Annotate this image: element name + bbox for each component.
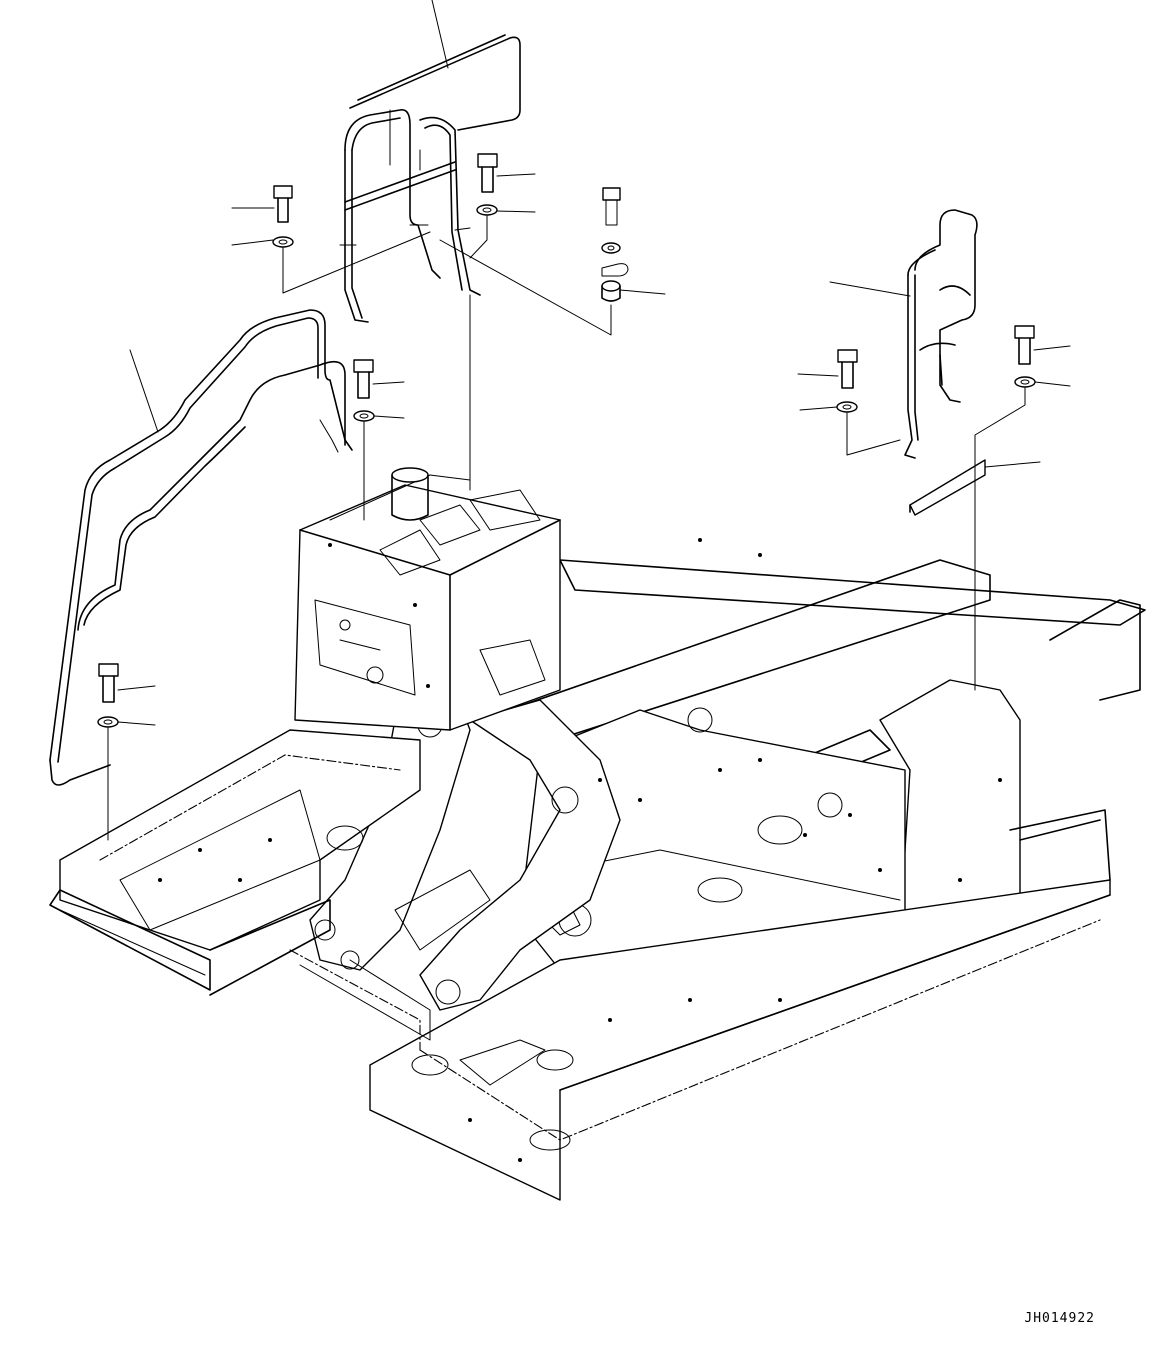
clamp-icon (601, 263, 629, 277)
washer-icon (97, 204, 1036, 728)
handrail-top-center-icon (339, 34, 521, 323)
frame-holes-icon (158, 538, 1002, 1162)
tank-box-icon (294, 467, 561, 731)
leader-lines-icon (117, 0, 1071, 726)
handrail-left-long-icon (49, 309, 353, 786)
assembly-lines-icon (107, 215, 1026, 841)
handrail-right-icon (904, 209, 978, 459)
bolt-icon (98, 153, 1035, 703)
plate-right-icon (909, 459, 986, 516)
drawing-code: JH014922 (1024, 1311, 1095, 1326)
spacer-icon (601, 280, 621, 302)
revolving-frame-icon (49, 559, 1146, 1201)
